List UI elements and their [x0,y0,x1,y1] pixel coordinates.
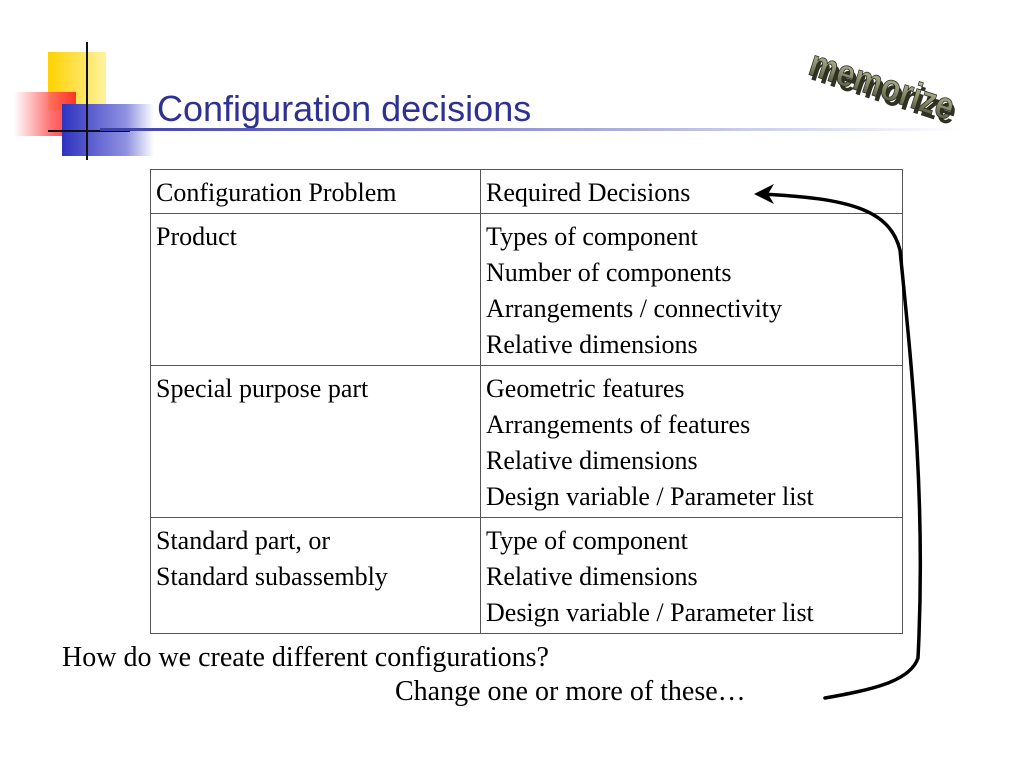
table-header-row: Configuration Problem Required Decisions [150,169,903,214]
memorize-logo: memorize memorize [804,42,963,134]
header-configuration-problem: Configuration Problem [150,169,481,214]
slide-title: Configuration decisions [157,88,532,129]
memorize-logo-text: memorize [804,42,960,128]
question-text: How do we create different configuration… [62,642,549,673]
decision-line: Relative dimensions [486,330,698,359]
decision-line: Number of components [486,258,732,287]
table-row: Product Types of component Number of com… [150,213,903,366]
decision-line: Design variable / Parameter list [486,482,814,511]
decision-line: Design variable / Parameter list [486,598,814,627]
curved-arrow-icon [754,184,923,700]
decisions-cell: Types of component Number of components … [480,213,903,366]
problem-line: Product [156,222,237,251]
decision-line: Types of component [486,222,698,251]
header-required-decisions: Required Decisions [480,169,903,214]
decisions-cell: Type of component Relative dimensions De… [480,517,903,634]
decision-line: Geometric features [486,374,685,403]
table-row: Special purpose part Geometric features … [150,365,903,518]
decision-line: Relative dimensions [486,446,698,475]
decision-line: Relative dimensions [486,562,698,591]
decision-line: Arrangements / connectivity [486,294,783,323]
problem-line: Standard part, or [156,526,331,555]
decision-line: Type of component [486,526,688,555]
table-row: Standard part, or Standard subassembly T… [150,517,903,634]
decision-line: Arrangements of features [486,410,751,439]
problem-cell: Standard part, or Standard subassembly [150,517,481,634]
configuration-table: Configuration Problem Required Decisions… [150,169,903,634]
problem-line: Standard subassembly [156,562,388,591]
problem-cell: Special purpose part [150,365,481,518]
decisions-cell: Geometric features Arrangements of featu… [480,365,903,518]
decorative-squares-graphic [14,42,154,160]
title-underline [100,128,960,131]
problem-line: Special purpose part [156,374,369,403]
answer-text: Change one or more of these… [395,676,746,707]
problem-cell: Product [150,213,481,366]
